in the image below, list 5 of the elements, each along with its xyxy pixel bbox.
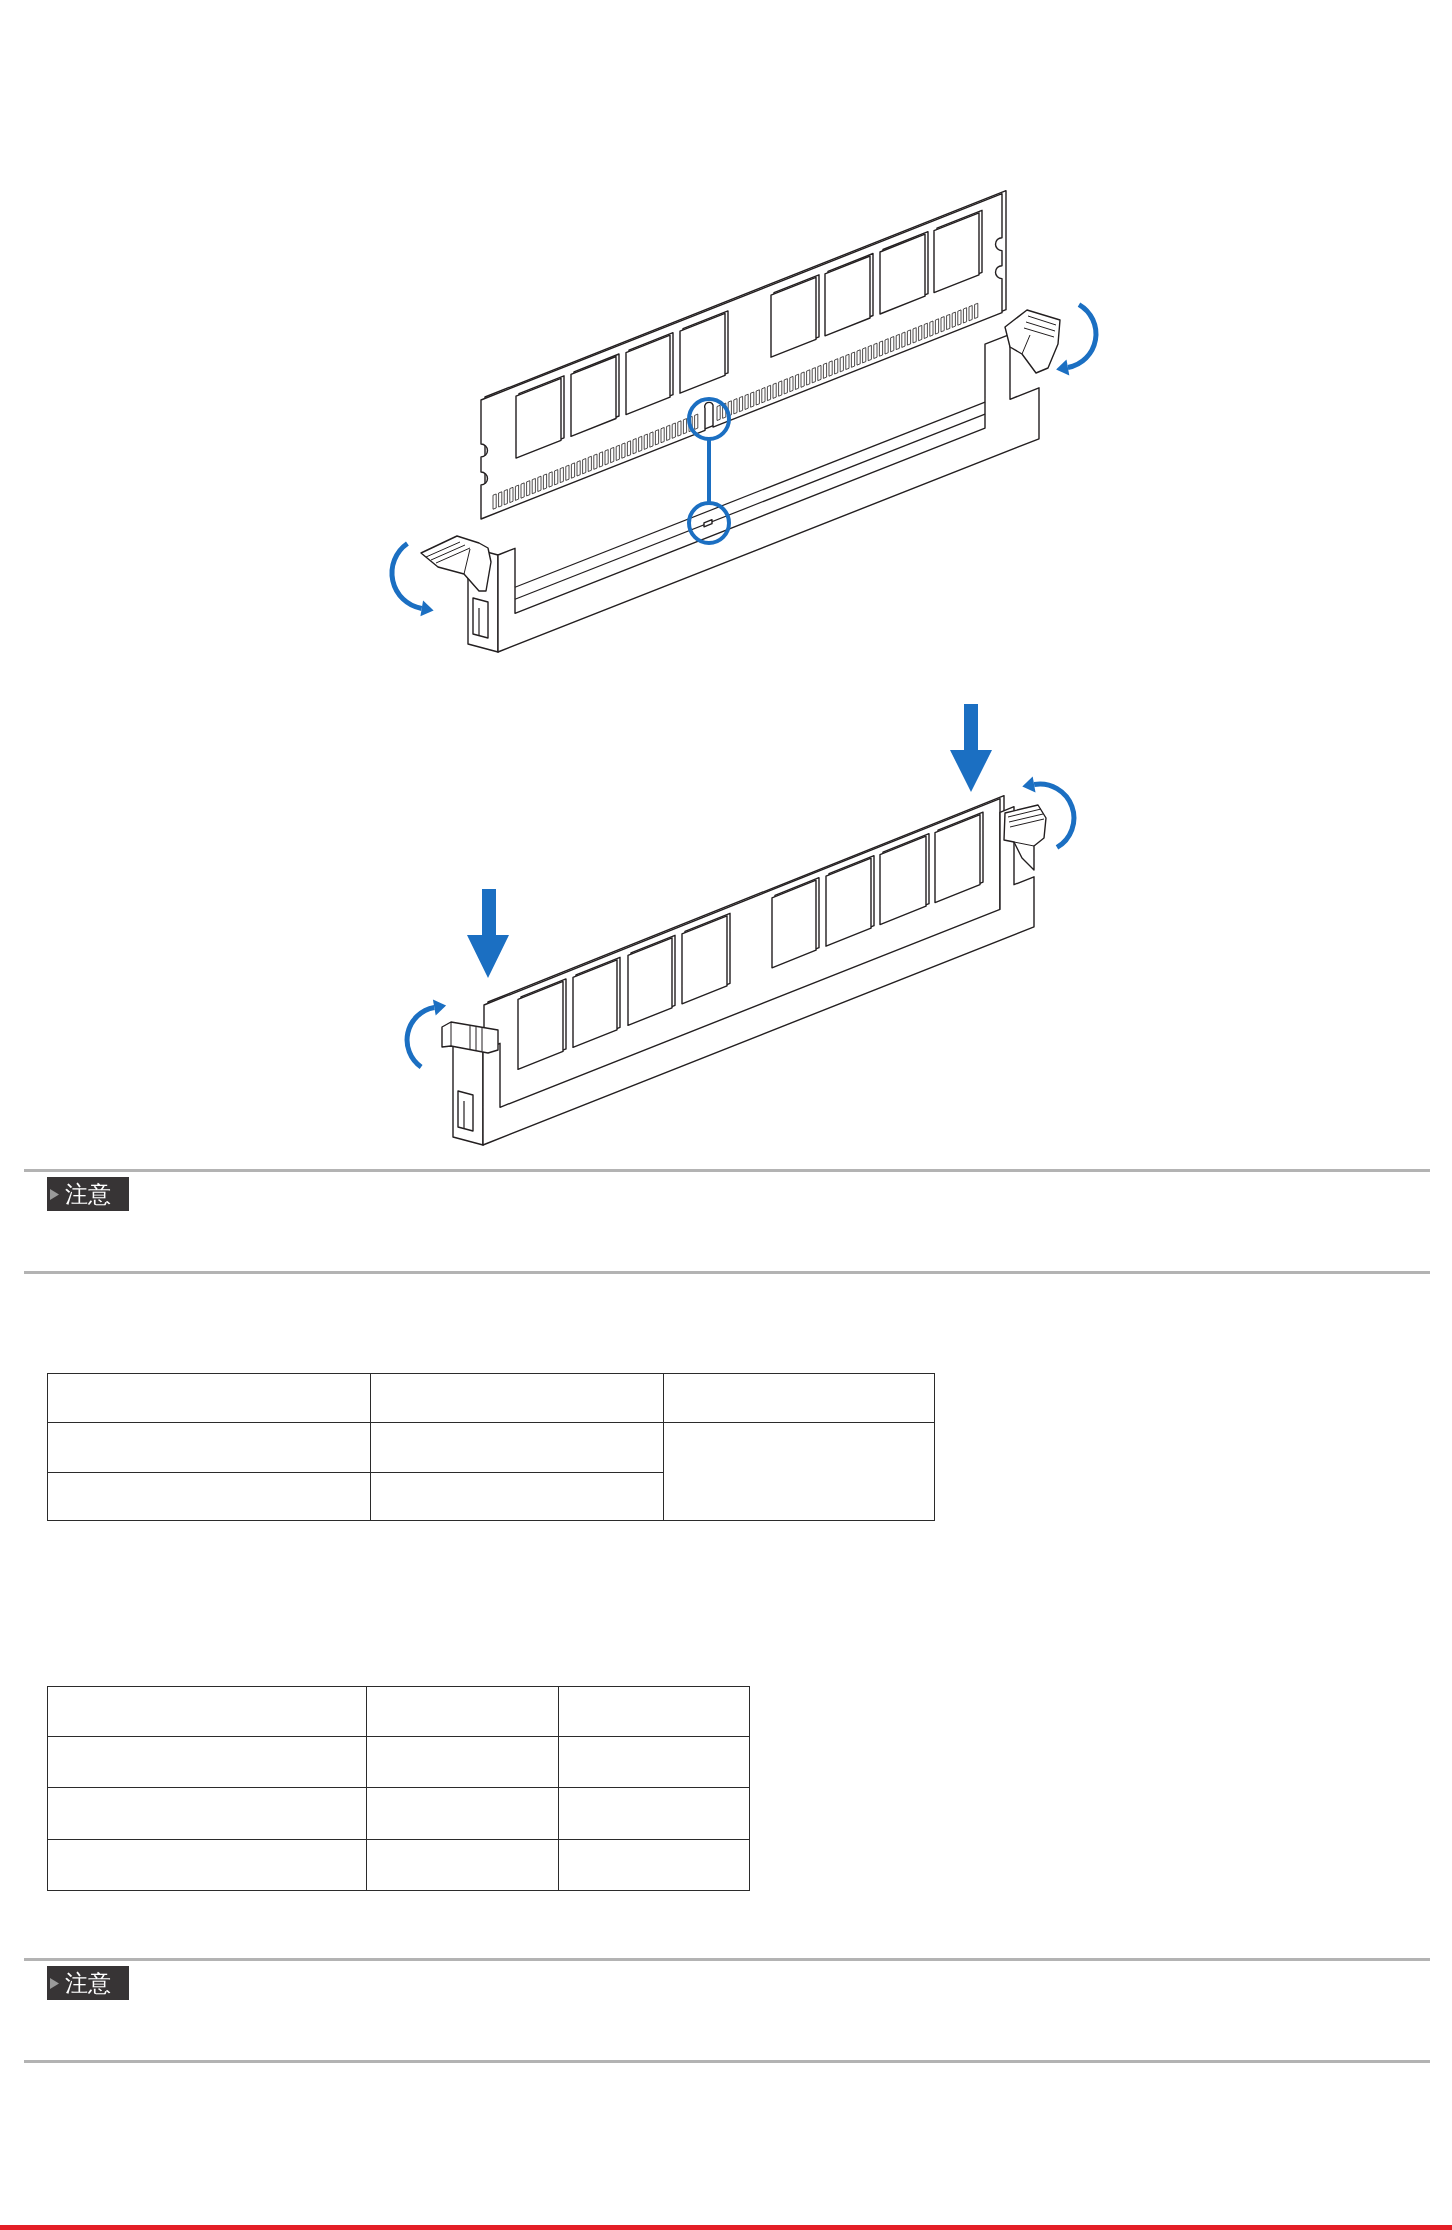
connector-line (707, 440, 711, 502)
highlight-ring (687, 501, 731, 545)
note-heading: 注意 (65, 1180, 111, 1208)
note-heading: 注意 (65, 1969, 111, 1997)
highlight-ring (687, 397, 731, 441)
